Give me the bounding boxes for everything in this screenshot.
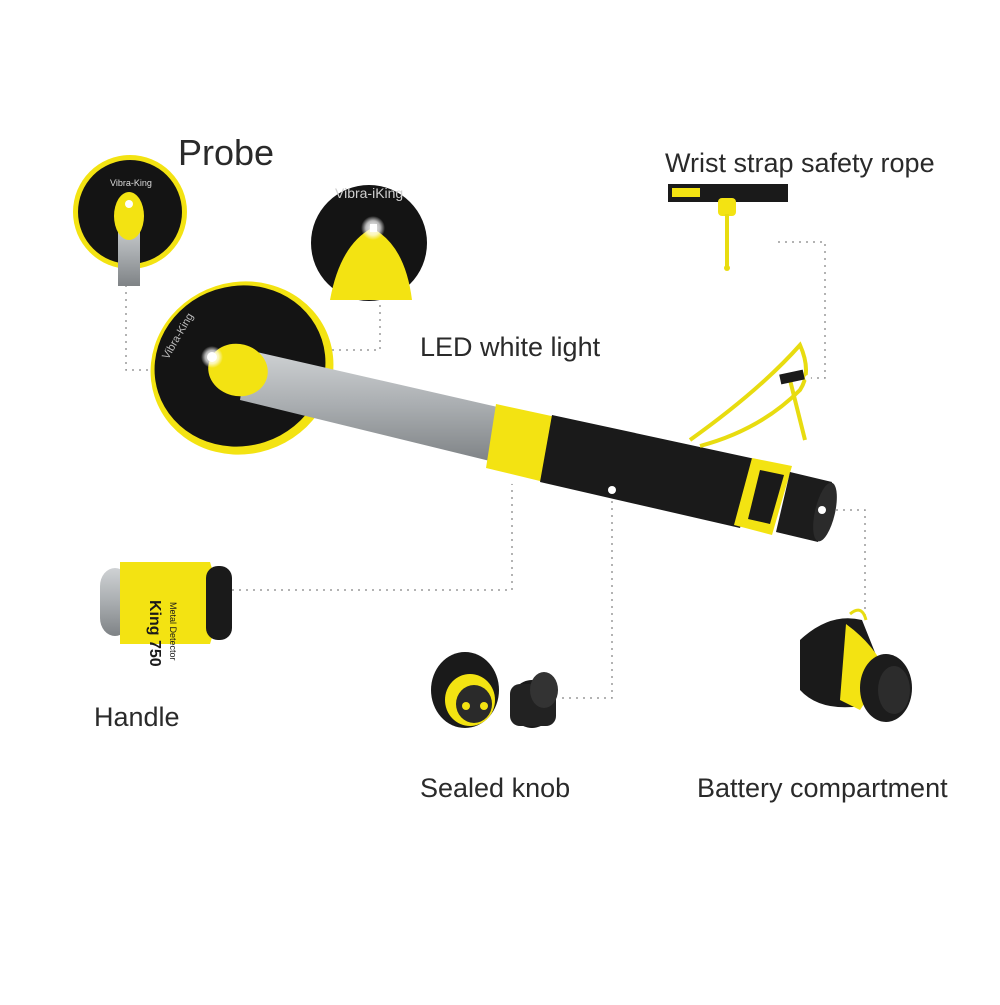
- leader-wrist: [778, 241, 826, 379]
- wrist-strap-inset: [668, 184, 788, 271]
- label-battery-compartment: Battery compartment: [697, 773, 948, 803]
- led-inset-brand: Vibra-iKing: [335, 185, 403, 201]
- leader-handle: [232, 480, 513, 591]
- sealed-knob-inset: [431, 652, 558, 728]
- battery-compartment-inset: [800, 608, 912, 722]
- probe-inset-brand: Vibra-King: [110, 178, 152, 188]
- probe-inset: Vibra-King: [73, 155, 187, 286]
- label-probe: Probe: [178, 132, 275, 173]
- label-wrist-strap: Wrist strap safety rope: [665, 148, 935, 178]
- leader-battery: [822, 509, 866, 615]
- label-led-white-light: LED white light: [420, 332, 601, 362]
- led-inset: Vibra-iKing: [311, 185, 427, 301]
- label-sealed-knob: Sealed knob: [420, 773, 571, 803]
- leader-knob: [562, 490, 613, 699]
- leader-lines: [125, 241, 866, 699]
- label-handle: Handle: [94, 702, 180, 732]
- handle-inset-label: Metal Detector: [168, 602, 178, 661]
- handle-inset-model: King 750: [146, 600, 163, 667]
- leader-probe: [125, 285, 205, 371]
- pinpointer-main: Vibra-King: [150, 281, 837, 542]
- handle-inset: Metal Detector King 750: [100, 562, 232, 667]
